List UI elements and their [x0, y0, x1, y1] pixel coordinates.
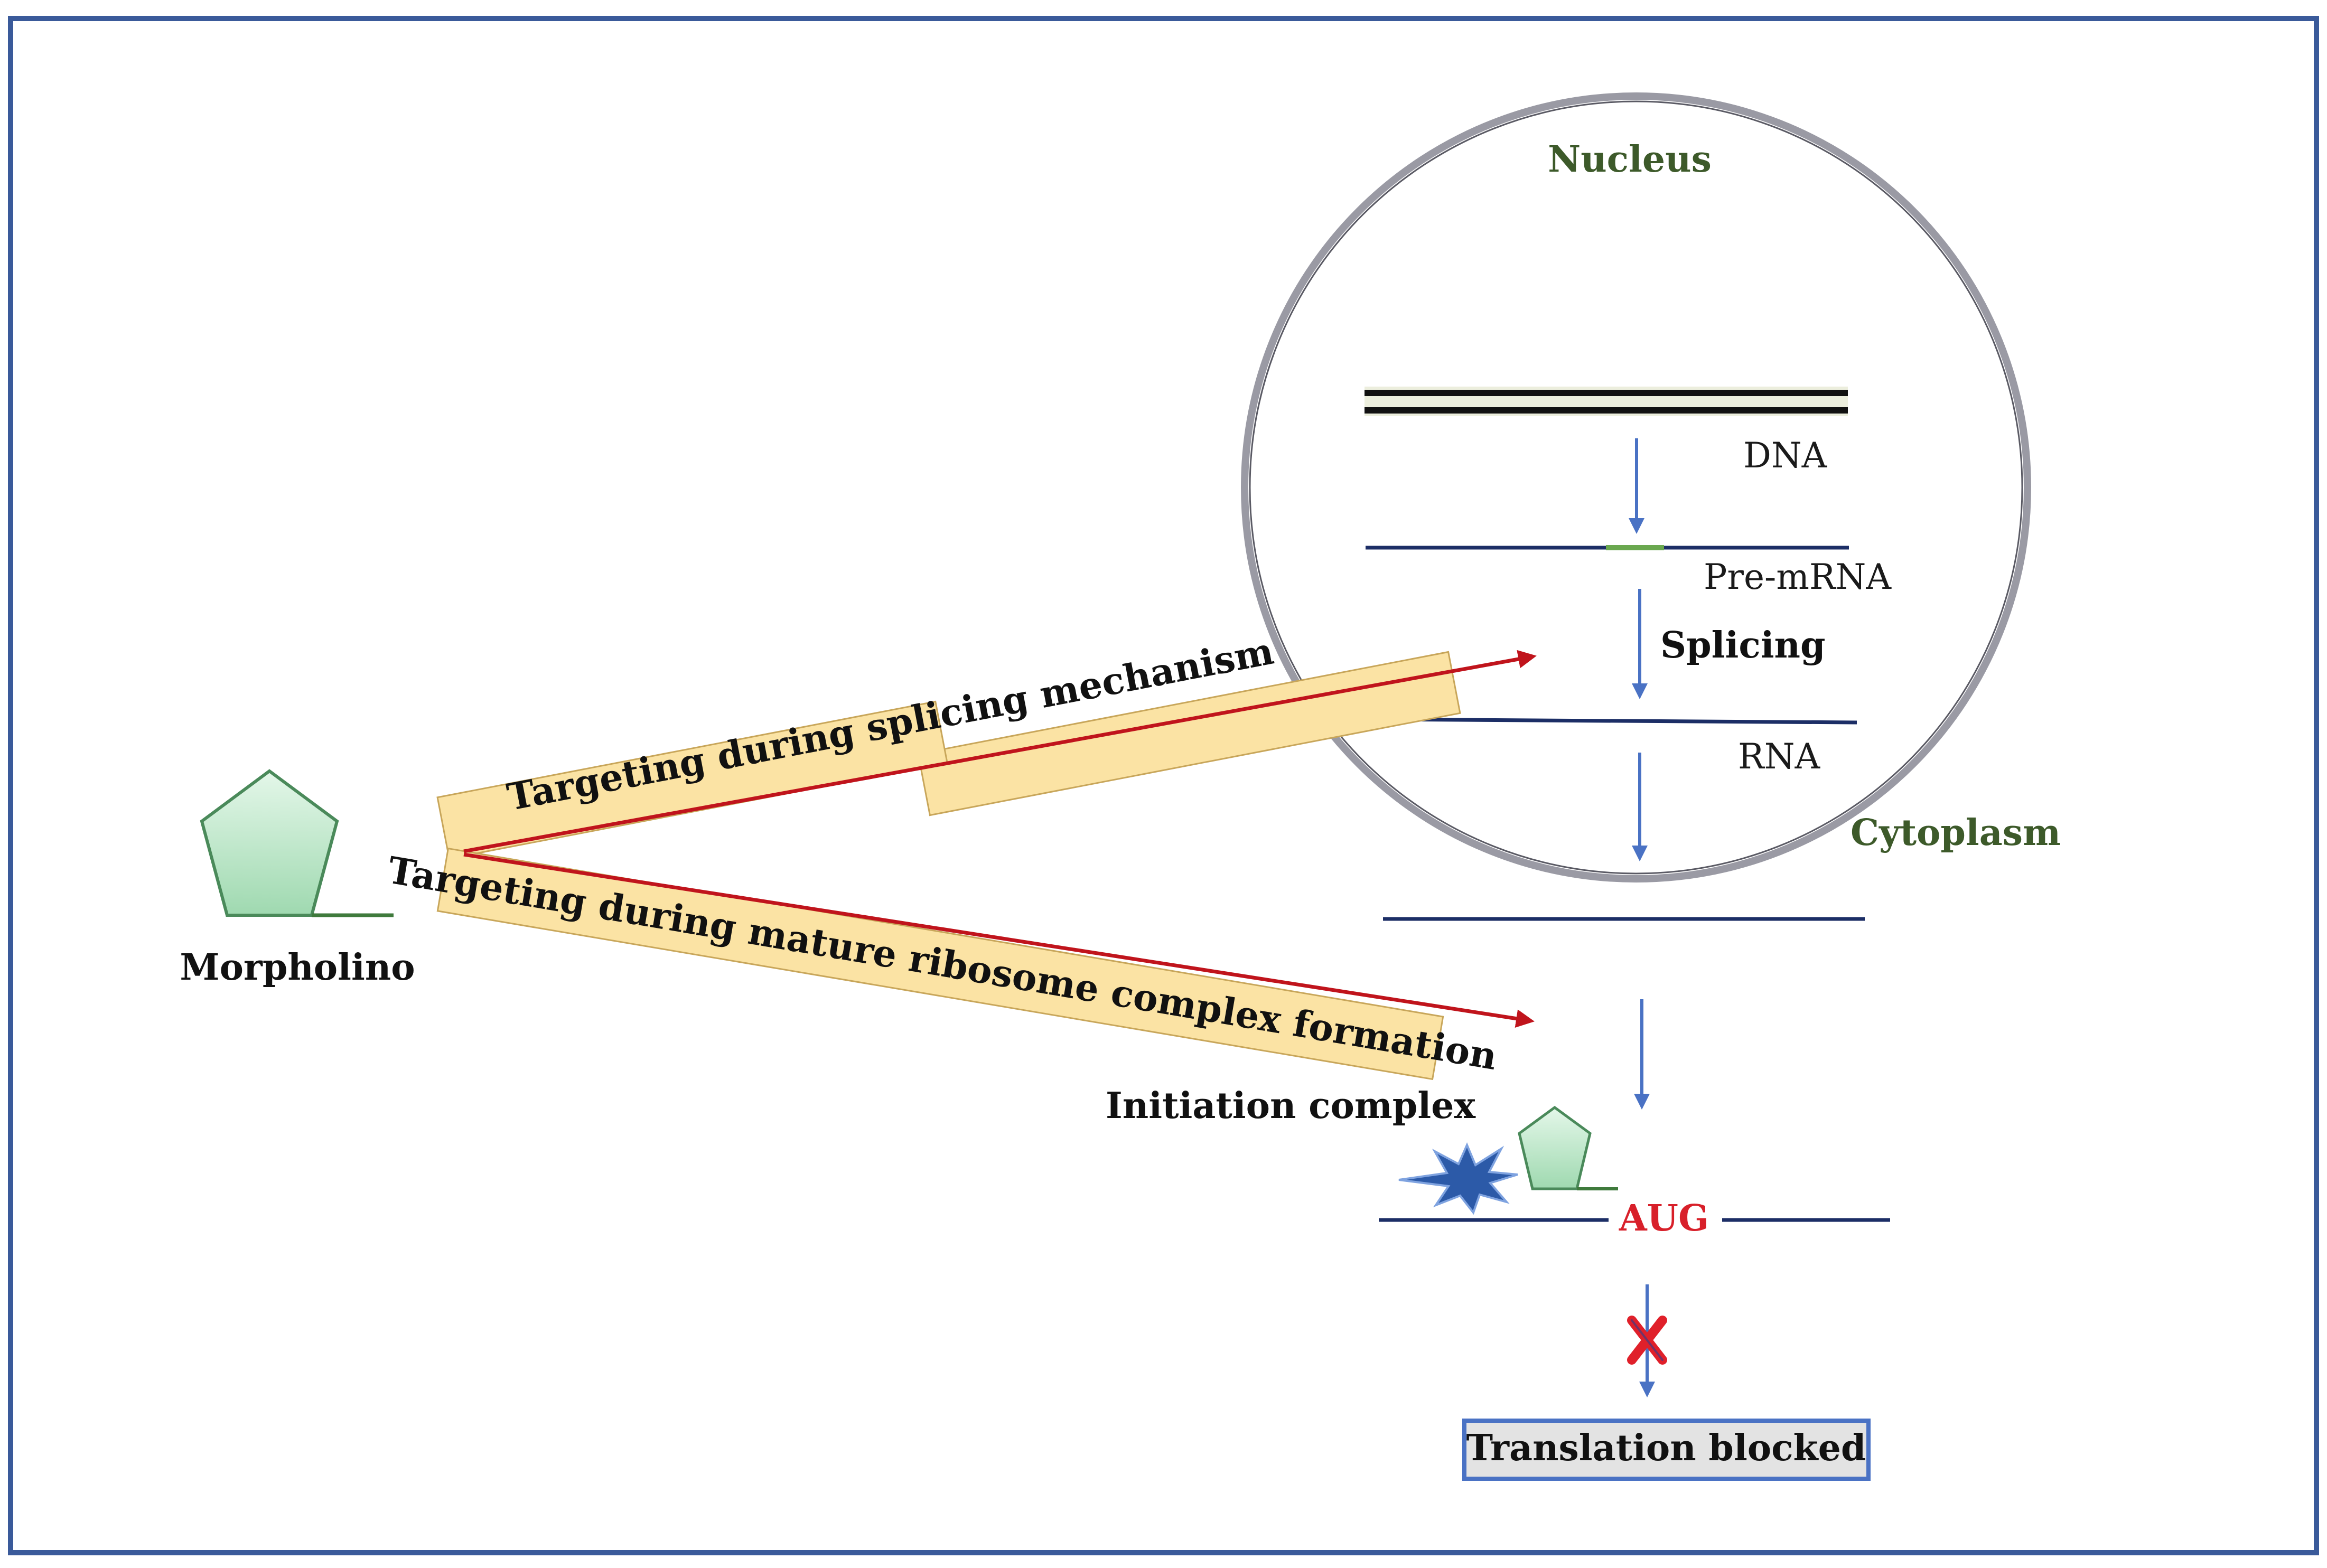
- translation-blocked-box: [1462, 1419, 1871, 1481]
- splicing-label: Splicing: [1660, 624, 1826, 666]
- morpholino-pentagon-icon: [200, 769, 339, 917]
- nucleus-circle-inner: [1249, 100, 2023, 875]
- pre-mrna-label: Pre-mRNA: [1704, 557, 1892, 597]
- nucleus-label: Nucleus: [1548, 138, 1712, 181]
- initiation-complex-pentagon-icon: [1518, 1105, 1592, 1190]
- initiation-complex-label: Initiation complex: [1106, 1085, 1475, 1127]
- dna-strand: [1365, 387, 1848, 416]
- banner-ribosome: [436, 847, 1444, 1081]
- morpholino-label: Morpholino: [180, 946, 415, 989]
- rna-strand: [1374, 717, 1857, 725]
- rna-label: RNA: [1738, 736, 1820, 777]
- initiation-complex-star-icon: [1398, 1142, 1518, 1215]
- translation-blocked-label: Translation blocked: [1466, 1427, 1866, 1469]
- dna-label: DNA: [1743, 435, 1828, 476]
- cytoplasm-label: Cytoplasm: [1851, 812, 2061, 854]
- banner-splicing-left: [436, 700, 948, 860]
- red-arrow-splicing: [463, 650, 1537, 853]
- red-arrow-ribosome: [463, 852, 1535, 1028]
- aug-label: AUG: [1619, 1197, 1709, 1240]
- block-x-icon: [1627, 1316, 1667, 1365]
- nucleus-circle: [1241, 92, 2031, 882]
- outer-frame: [8, 16, 2319, 1555]
